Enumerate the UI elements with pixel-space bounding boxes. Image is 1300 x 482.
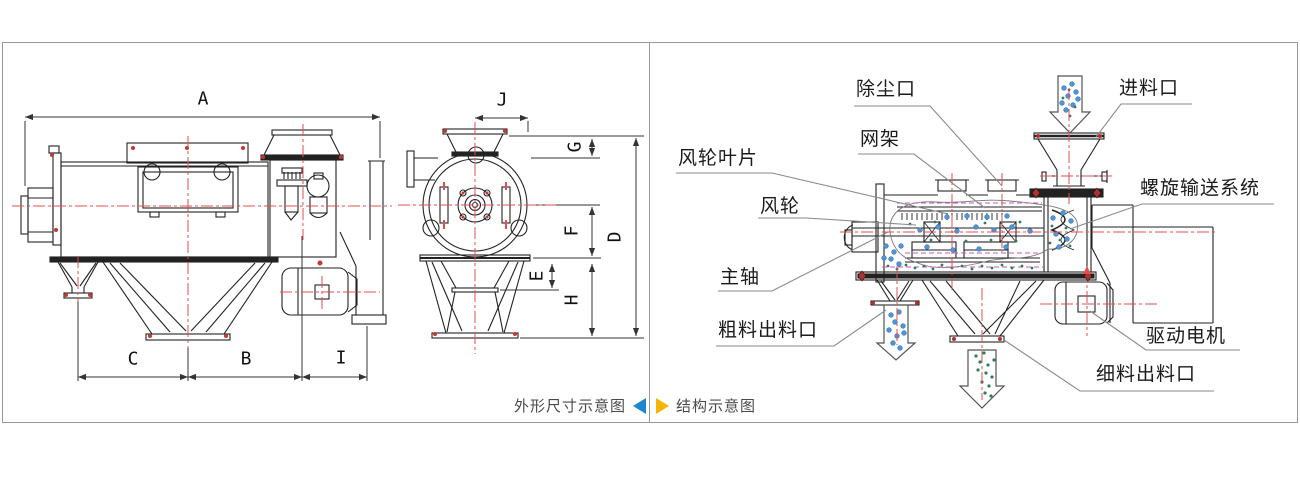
structure-caption-text: 结构示意图 (676, 397, 757, 415)
dim-letter-j: J (496, 89, 508, 111)
red-bolts-left (50, 129, 517, 338)
dimension-lines (24, 113, 644, 381)
part-label-dust-port: 除尘口 (856, 78, 917, 100)
part-label-coarse-outlet: 粗料出料口 (718, 319, 819, 341)
part-label-fine-outlet: 细料出料口 (1096, 363, 1197, 385)
mesh-lines (882, 202, 1044, 268)
leader-lines (676, 103, 1274, 392)
dimension-diagram-caption: 外形尺寸示意图 (350, 395, 646, 416)
dim-letter-e: E (526, 270, 548, 282)
structure-diagram-caption: 结构示意图 (656, 395, 756, 416)
part-label-feed-inlet: 进料口 (1119, 77, 1180, 99)
right-arrow-icon (656, 397, 669, 414)
dim-letter-b: B (240, 348, 252, 370)
part-label-mesh-frame: 网架 (860, 128, 901, 150)
left-arrow-icon (633, 397, 646, 414)
dim-letter-h: H (561, 294, 583, 306)
part-label-drive-motor: 驱动电机 (1146, 325, 1227, 347)
red-bolts-right (857, 134, 1102, 341)
material-particles-blue (881, 81, 1081, 351)
coarse-outlet-arrow (875, 304, 917, 361)
dim-letter-d: D (604, 231, 626, 243)
side-view (20, 129, 387, 341)
part-label-main-shaft: 主轴 (720, 266, 761, 288)
centerlines-right (840, 88, 1215, 400)
front-view (406, 128, 531, 339)
feed-arrow (1048, 75, 1092, 134)
flow-arrows (875, 75, 1092, 409)
fine-outlet-arrow (958, 349, 1006, 409)
dim-letter-c: C (127, 348, 139, 370)
material-flow-outline (889, 199, 1078, 268)
dim-letter-g: G (564, 141, 586, 153)
dimension-caption-text: 外形尺寸示意图 (513, 397, 626, 415)
dimension-diagram-panel (2, 42, 650, 423)
centerlines-left (12, 122, 556, 354)
dim-letter-f: F (561, 225, 583, 237)
dim-letter-i: I (335, 347, 347, 369)
part-label-impeller: 风轮 (760, 195, 801, 217)
dim-letter-a: A (197, 88, 209, 110)
part-label-impeller-blades: 风轮叶片 (678, 147, 759, 169)
part-label-screw-conveyor: 螺旋输送系统 (1140, 177, 1261, 199)
